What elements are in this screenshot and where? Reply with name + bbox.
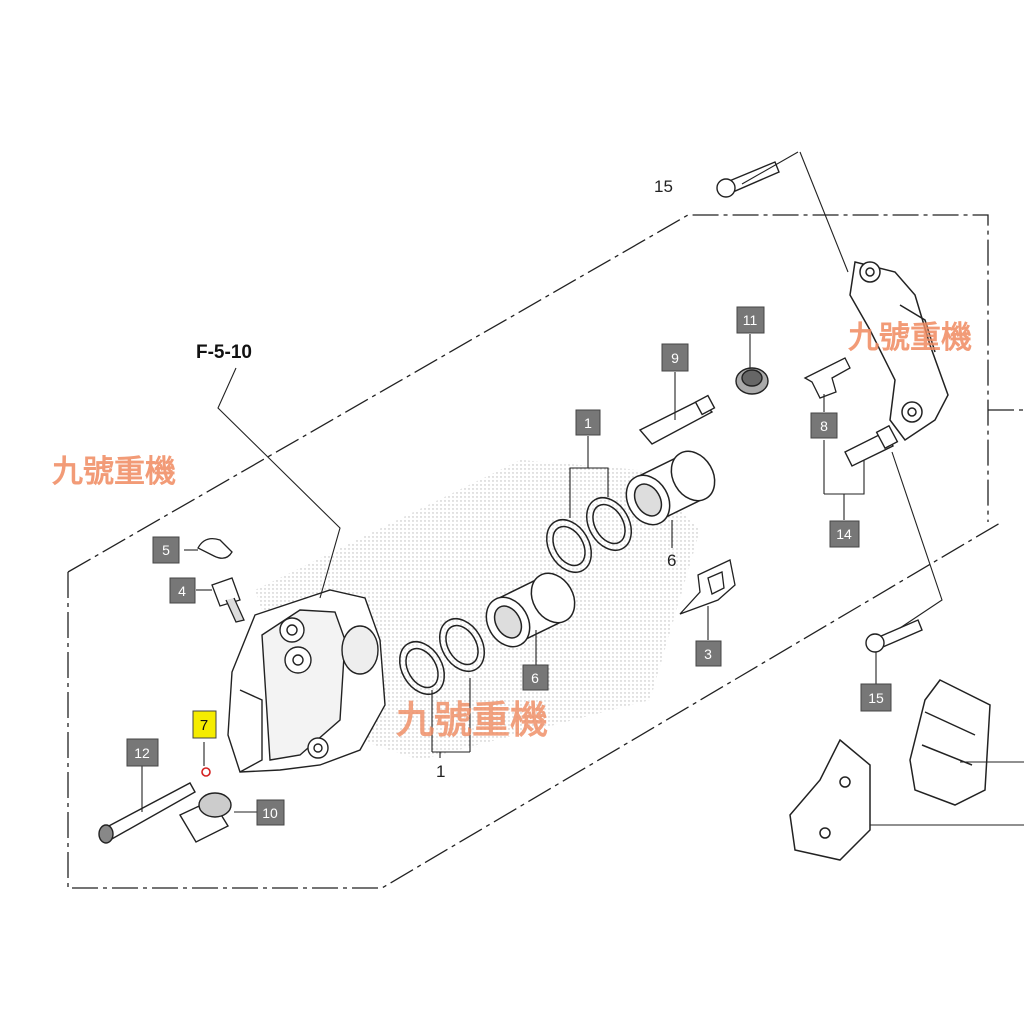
- svg-text:3: 3: [704, 646, 712, 662]
- svg-text:4: 4: [178, 583, 186, 599]
- callout-3: 3: [695, 640, 722, 667]
- assembly-boundary: [67, 214, 1024, 889]
- bleeder-cap: [197, 537, 233, 559]
- svg-text:5: 5: [162, 542, 170, 558]
- watermark-center: 九號重機: [396, 700, 548, 742]
- callout-15-upper: 15: [654, 177, 673, 196]
- o-ring: [201, 767, 211, 777]
- boot: [735, 367, 769, 395]
- callout-15-lower: 15: [860, 683, 892, 712]
- callout-12: 12: [126, 738, 159, 767]
- bolt-upper: [716, 161, 780, 198]
- watermark-right: 九號重機: [848, 320, 972, 355]
- retainer-clip: [803, 357, 851, 399]
- leader-lines: [141, 151, 1024, 826]
- svg-text:14: 14: [836, 526, 852, 542]
- callout-8: 8: [810, 412, 838, 439]
- svg-text:15: 15: [868, 690, 884, 706]
- caliper-bracket: [849, 261, 949, 442]
- callout-11: 11: [736, 306, 765, 334]
- piston-upper: [625, 450, 716, 526]
- reference-label: F-5-10: [196, 342, 252, 363]
- piston-lower: [485, 572, 576, 648]
- callout-6-lower: 6: [522, 664, 549, 691]
- pad-spring: [679, 559, 736, 615]
- bracket-pin: [844, 424, 899, 467]
- bolt-lower: [865, 619, 923, 653]
- piston-seal-set-lower: [398, 618, 486, 695]
- pin-plug: [179, 792, 232, 843]
- svg-text:1: 1: [584, 415, 592, 431]
- piston-seal-set-upper: [545, 497, 633, 573]
- callout-6-upper: 6: [667, 551, 676, 570]
- svg-text:8: 8: [820, 418, 828, 434]
- svg-text:7: 7: [200, 717, 208, 734]
- callout-14: 14: [829, 520, 860, 548]
- caliper-body: [227, 589, 386, 773]
- svg-text:12: 12: [134, 745, 150, 761]
- callout-4: 4: [169, 577, 196, 604]
- callout-5: 5: [152, 536, 180, 564]
- svg-text:11: 11: [743, 312, 758, 328]
- callout-1-upper: 1: [575, 409, 601, 436]
- bleeder-screw: [211, 577, 245, 623]
- watermark-left: 九號重機: [52, 454, 176, 489]
- slide-pin: [638, 394, 716, 445]
- svg-text:9: 9: [671, 350, 679, 366]
- callout-1-lower: 1: [436, 762, 445, 781]
- svg-text:6: 6: [531, 670, 539, 686]
- brake-pads: [789, 679, 991, 861]
- callout-9: 9: [661, 343, 689, 372]
- svg-text:10: 10: [262, 805, 278, 821]
- pad-pin: [98, 782, 196, 844]
- callout-7: 7: [192, 710, 217, 739]
- callout-10: 10: [256, 799, 285, 826]
